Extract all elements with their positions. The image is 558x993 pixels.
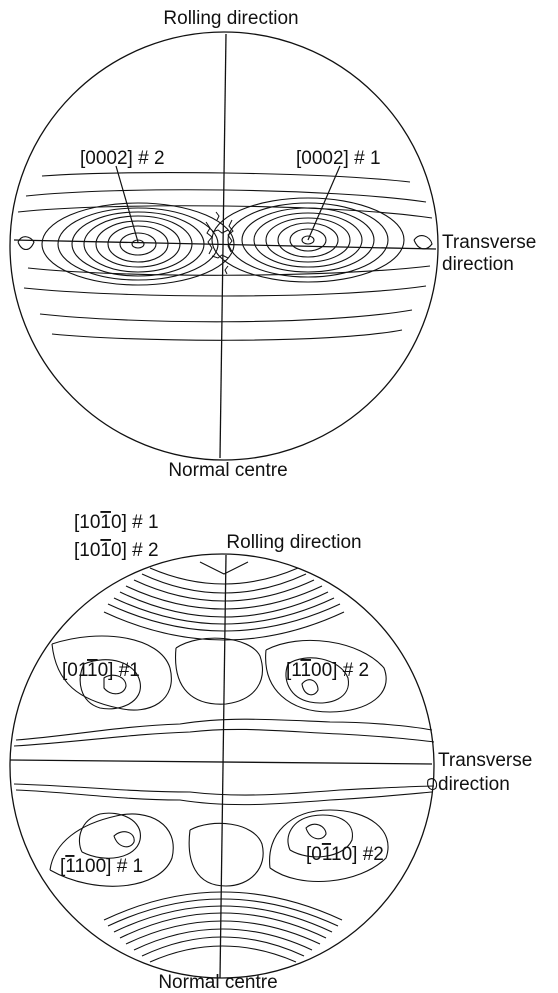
transverse-axis [9, 759, 433, 765]
rolling-direction-label: Rolling direction [226, 532, 361, 553]
normal-centre-label: Normal centre [168, 460, 287, 481]
corner-label: [1010] # 2 [74, 540, 159, 561]
pole-figure-prism [9, 553, 438, 979]
band-contours [13, 718, 438, 806]
lobe-contours [49, 635, 389, 887]
rolling-axis [219, 33, 227, 459]
transverse-direction-label: direction [438, 774, 510, 795]
peak-label: [0110] #1 [62, 660, 140, 681]
centre-lobe-contours [174, 637, 264, 887]
peak-contours-left [41, 202, 235, 286]
transverse-direction-label: Transverse [442, 232, 536, 253]
leader-line [115, 165, 139, 243]
bottom-contours [103, 891, 343, 963]
transverse-direction-label: direction [442, 254, 514, 275]
peak-label: [1100] # 2 [286, 660, 369, 681]
peak-label: [0002] # 2 [80, 148, 165, 169]
pole-figure-circle [9, 553, 435, 979]
corner-label: [1010] # 1 [74, 512, 159, 533]
pole-figure-circle [9, 31, 439, 461]
top-contours [103, 561, 345, 641]
peak-label: [1100] # 1 [60, 856, 143, 877]
leader-line [307, 165, 341, 241]
centre-noise [205, 211, 234, 275]
rolling-direction-label: Rolling direction [163, 8, 298, 29]
transverse-direction-label: Transverse [438, 750, 532, 771]
rolling-axis [219, 554, 227, 979]
band-contours [17, 172, 433, 341]
peak-label: [0110] #2 [306, 844, 384, 865]
peak-contours-right [211, 197, 405, 283]
pole-figure-0002 [9, 31, 439, 461]
peak-label: [0002] # 1 [296, 148, 381, 169]
normal-centre-label: Normal centre [158, 972, 277, 993]
